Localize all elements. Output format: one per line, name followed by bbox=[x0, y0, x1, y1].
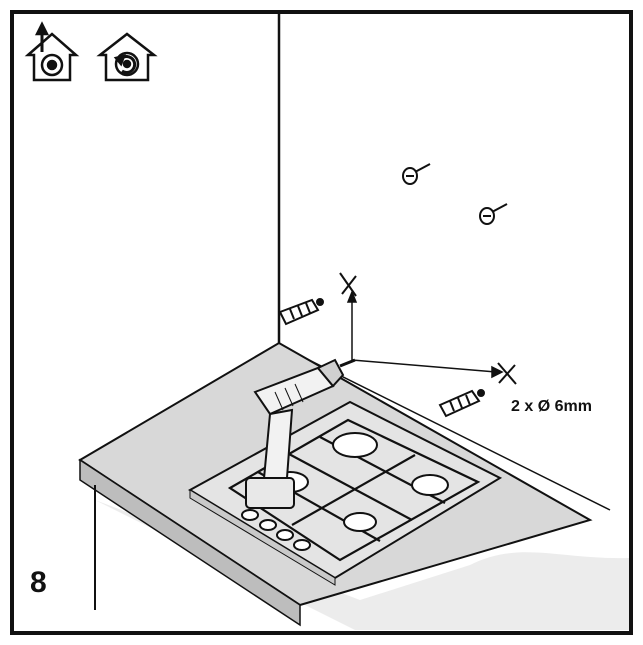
burner-rear-right bbox=[411, 474, 449, 496]
countertop-front-edge bbox=[79, 458, 301, 627]
control-knobs bbox=[241, 509, 311, 551]
wall-plug-upper bbox=[278, 298, 324, 326]
drill-icon bbox=[245, 358, 356, 509]
hole-marker-upper bbox=[339, 272, 357, 297]
hole-spec-label: 2 x Ø 6mm bbox=[511, 398, 592, 415]
hole-marker-lower bbox=[497, 362, 517, 385]
screw-upper bbox=[402, 163, 431, 185]
burner-front-right bbox=[343, 512, 377, 532]
drill-direction-arrows bbox=[346, 289, 504, 379]
burner-rear-left bbox=[332, 432, 378, 458]
screw-lower bbox=[479, 203, 508, 225]
house-recirculation-icon bbox=[96, 32, 158, 82]
house-extraction-fan-icon bbox=[24, 21, 80, 82]
floor-shade bbox=[95, 500, 629, 630]
wall-plug-lower bbox=[438, 389, 485, 418]
step-number: 8 bbox=[30, 566, 47, 599]
hole-markers bbox=[339, 272, 517, 385]
hob-plate-edge bbox=[189, 489, 336, 586]
